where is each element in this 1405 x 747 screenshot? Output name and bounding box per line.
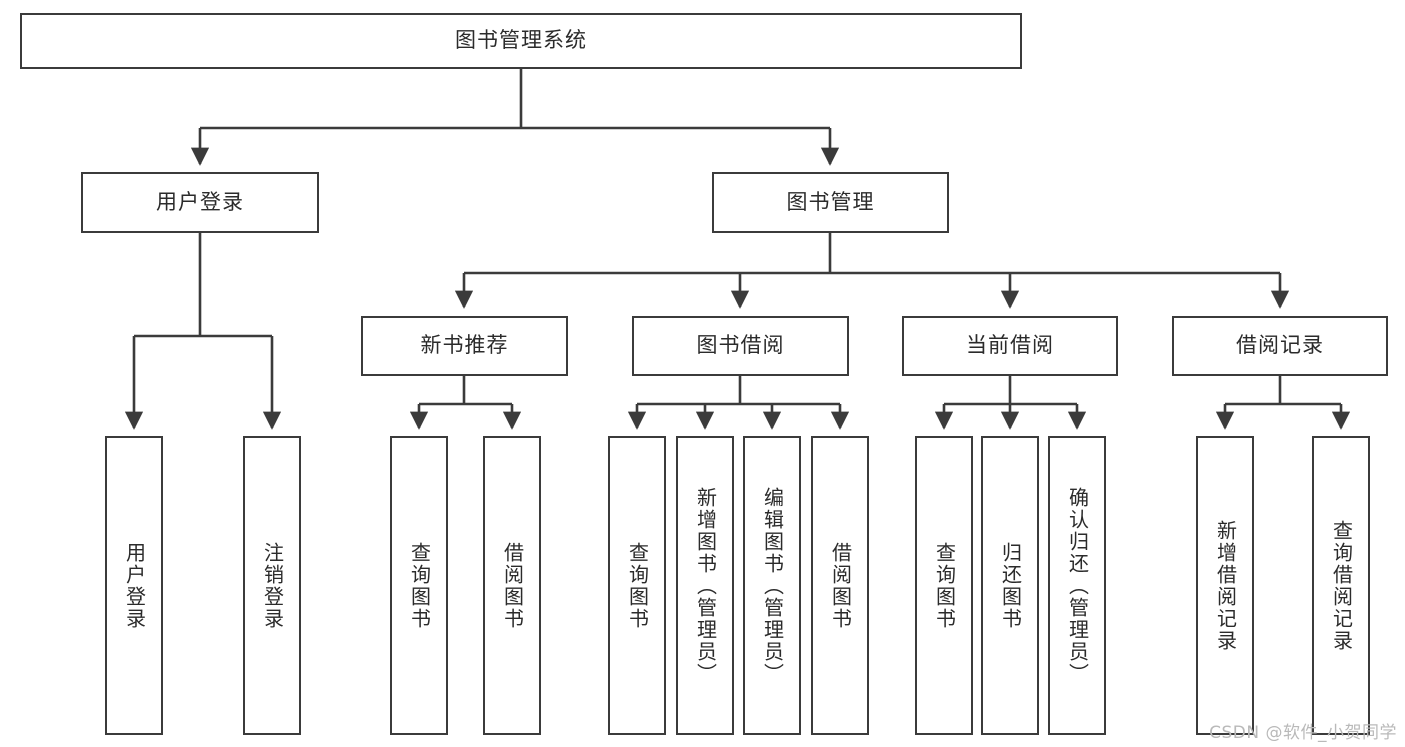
node-current-borrow[interactable]: 当前借阅: [902, 316, 1118, 376]
node-borrow-record[interactable]: 借阅记录: [1172, 316, 1388, 376]
node-leaf-add-record[interactable]: 新增借阅记录: [1196, 436, 1254, 735]
node-book-manage[interactable]: 图书管理: [712, 172, 949, 233]
node-label: 归还图书: [998, 541, 1023, 630]
node-leaf-add-book[interactable]: 新增图书（管理员）: [676, 436, 734, 735]
node-label: 新增借阅记录: [1213, 519, 1238, 652]
node-label: 用户登录: [156, 189, 244, 214]
node-label: 借阅图书: [500, 541, 525, 630]
node-leaf-borrow-book-1[interactable]: 借阅图书: [483, 436, 541, 735]
node-leaf-user-login[interactable]: 用户登录: [105, 436, 163, 735]
node-label: 图书借阅: [696, 333, 785, 358]
watermark-text: CSDN @软件_小贺同学: [1209, 723, 1397, 743]
node-label: 编辑图书（管理员）: [760, 486, 785, 685]
node-book-management-system[interactable]: 图书管理系统: [20, 13, 1022, 69]
node-leaf-confirm-return[interactable]: 确认归还（管理员）: [1048, 436, 1106, 735]
node-leaf-edit-book[interactable]: 编辑图书（管理员）: [743, 436, 801, 735]
node-label: 用户登录: [122, 541, 147, 630]
node-label: 图书管理: [786, 189, 875, 214]
node-label: 借阅记录: [1236, 333, 1324, 358]
node-label: 查询图书: [407, 541, 432, 630]
node-leaf-query-book-1[interactable]: 查询图书: [390, 436, 448, 735]
node-label: 借阅图书: [828, 541, 853, 630]
node-leaf-return-book[interactable]: 归还图书: [981, 436, 1039, 735]
node-label: 查询借阅记录: [1329, 519, 1354, 652]
node-label: 当前借阅: [966, 333, 1054, 358]
node-leaf-logout-login[interactable]: 注销登录: [243, 436, 301, 735]
node-leaf-query-record[interactable]: 查询借阅记录: [1312, 436, 1370, 735]
node-user-login[interactable]: 用户登录: [81, 172, 319, 233]
node-leaf-borrow-book-2[interactable]: 借阅图书: [811, 436, 869, 735]
node-leaf-query-book-3[interactable]: 查询图书: [915, 436, 973, 735]
node-label: 注销登录: [260, 541, 285, 630]
node-label: 确认归还（管理员）: [1065, 486, 1090, 685]
node-label: 图书管理系统: [455, 28, 587, 53]
node-label: 查询图书: [625, 541, 650, 630]
node-label: 查询图书: [932, 541, 957, 630]
node-leaf-query-book-2[interactable]: 查询图书: [608, 436, 666, 735]
node-label: 新增图书（管理员）: [693, 486, 718, 685]
node-book-borrow[interactable]: 图书借阅: [632, 316, 849, 376]
node-new-book-recommend[interactable]: 新书推荐: [361, 316, 568, 376]
node-label: 新书推荐: [420, 333, 509, 358]
